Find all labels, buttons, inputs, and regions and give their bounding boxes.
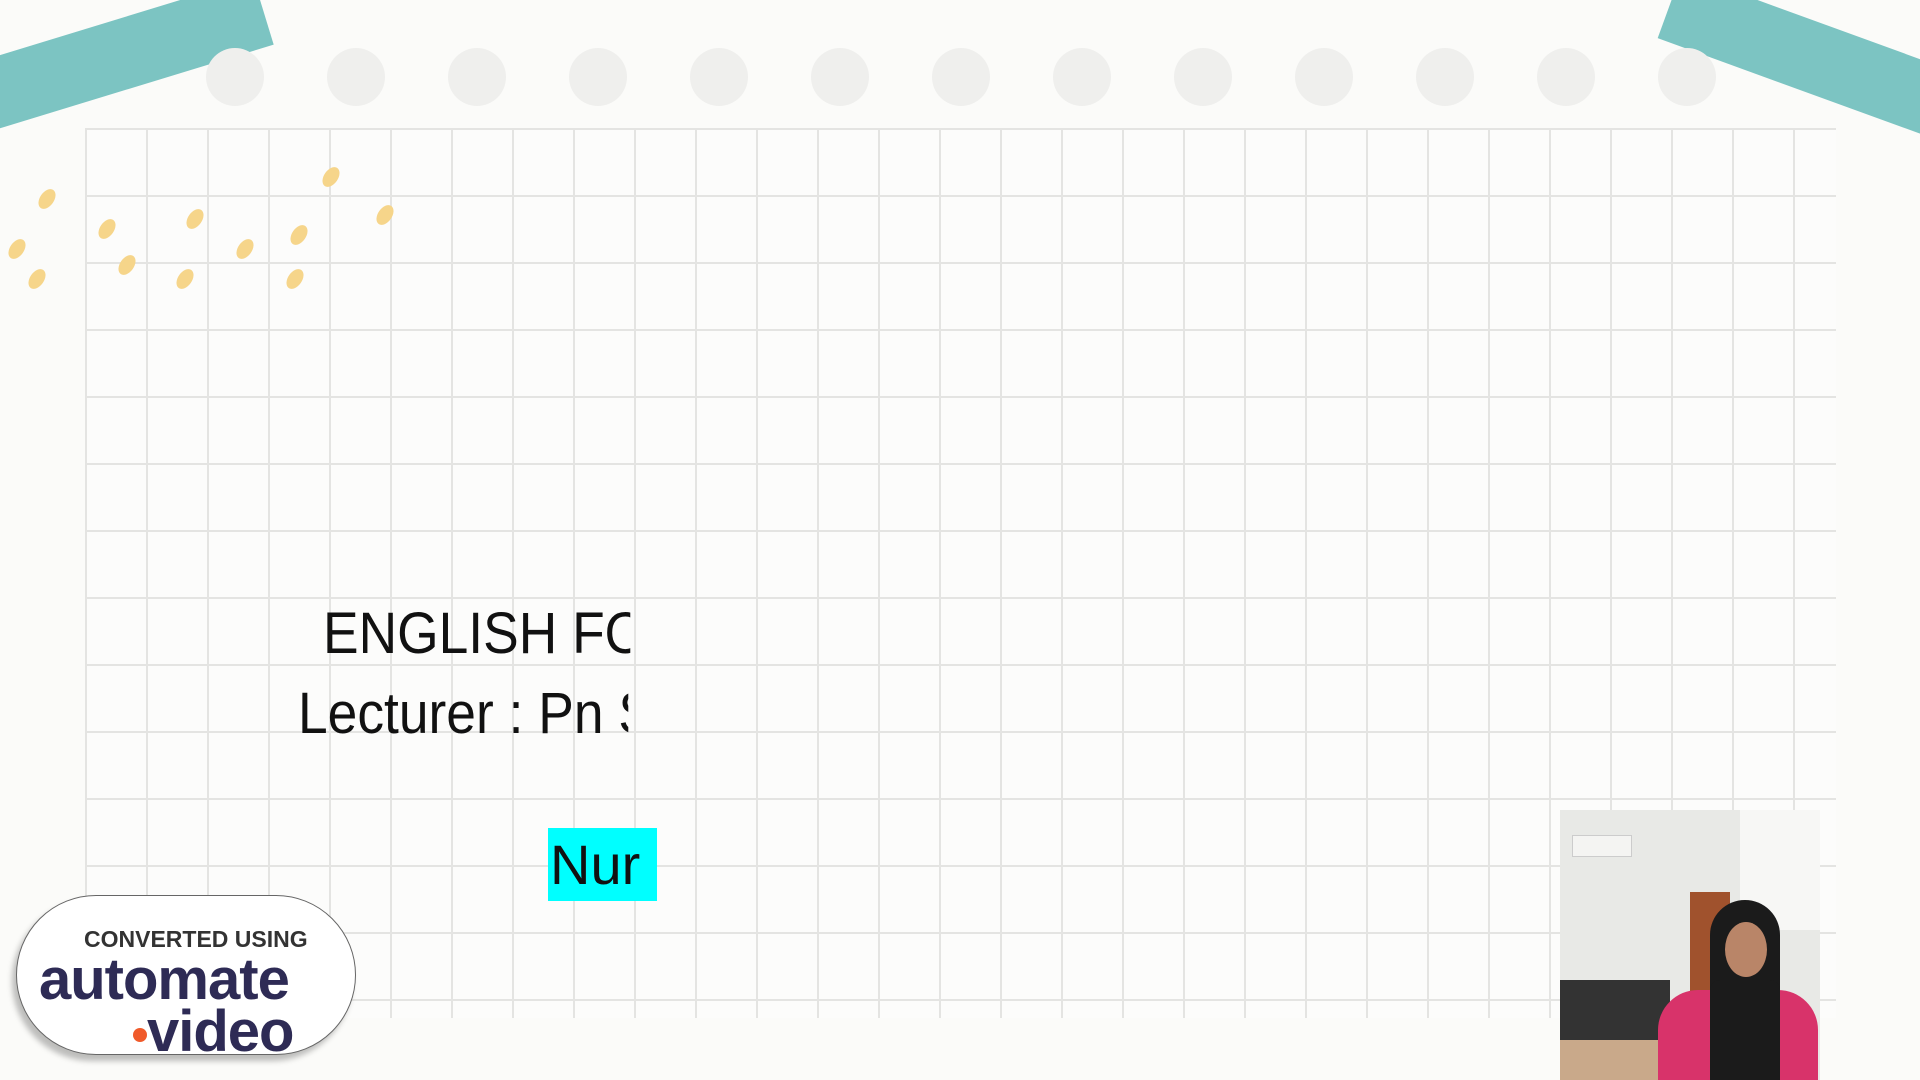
watermark-line1: CONVERTED USING <box>84 926 308 952</box>
automate-video-watermark[interactable]: CONVERTED USING automate video <box>16 895 356 1064</box>
watermark-dot-icon <box>133 1028 147 1042</box>
student-name-highlight: Nur ( <box>548 828 657 901</box>
webcam-presenter-video <box>1560 810 1820 1080</box>
lecturer-line: Lecturer : Pn Si <box>298 681 628 746</box>
watermark-domain: video <box>147 999 294 1064</box>
grid-paper-background <box>85 128 1836 1018</box>
watermark-brand: automate <box>39 947 290 1012</box>
slide-title: ENGLISH FOF <box>323 601 630 666</box>
